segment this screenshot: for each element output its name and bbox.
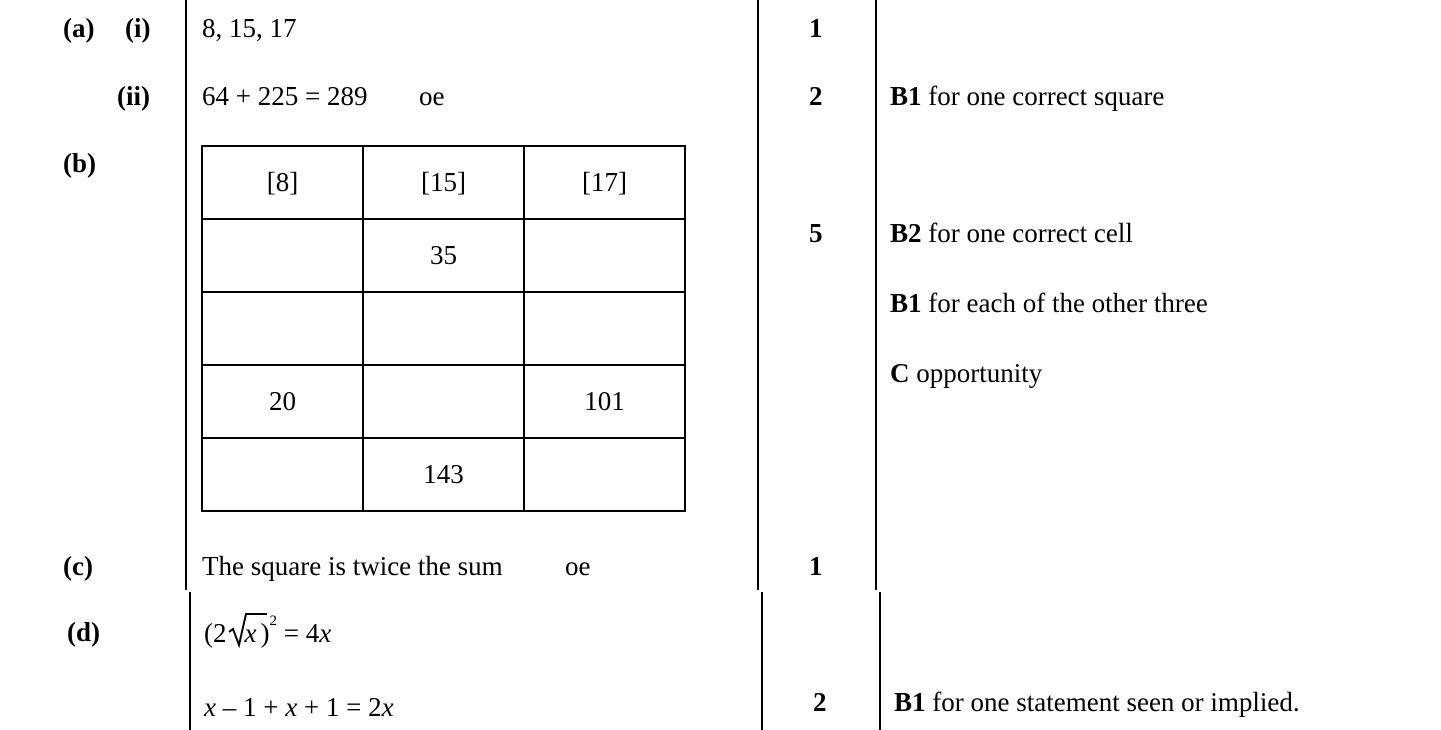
table-cell xyxy=(523,437,686,512)
part-label-b: (b) xyxy=(63,148,96,178)
table-cell: [15] xyxy=(362,145,525,220)
d2-end: + 1 = 2 xyxy=(297,692,382,722)
table-cell xyxy=(201,218,364,293)
mark-b: 5 xyxy=(809,218,823,248)
guidance-text: for one statement seen or implied. xyxy=(925,687,1300,717)
guidance-code: B2 xyxy=(890,218,922,248)
mark-d: 2 xyxy=(813,687,827,717)
table-cell: [8] xyxy=(201,145,364,220)
table-cell xyxy=(362,291,525,366)
answer-a-ii: 64 + 225 = 289 xyxy=(202,81,368,111)
guidance-d: B1 for one statement seen or implied. xyxy=(894,689,1300,716)
table-cell: [17] xyxy=(523,145,686,220)
table-cell: 20 xyxy=(201,364,364,439)
sqrt-sign-icon xyxy=(227,613,267,648)
table-cell: 101 xyxy=(523,364,686,439)
mark-a-i: 1 xyxy=(809,13,823,43)
table-row: 35 xyxy=(201,218,686,293)
column-divider-guidance-d xyxy=(879,592,881,730)
guidance-text: opportunity xyxy=(909,358,1043,388)
table-cell xyxy=(523,218,686,293)
table-cell xyxy=(201,437,364,512)
column-divider-answer xyxy=(185,0,187,590)
d1-radicand: x xyxy=(244,618,257,648)
guidance-b-3: C opportunity xyxy=(890,360,1042,387)
table-row: [8][15][17] xyxy=(201,145,686,220)
d1-close: ) xyxy=(260,618,270,648)
guidance-a-ii: B1 for one correct square xyxy=(890,83,1164,110)
table-row: 20 101 xyxy=(201,364,686,439)
mark-a-ii: 2 xyxy=(809,81,823,111)
guidance-code: B1 xyxy=(890,81,922,111)
answer-d-line2: x – 1 + x + 1 = 2x xyxy=(204,694,394,721)
table-cell: 35 xyxy=(362,218,525,293)
mark-c: 1 xyxy=(809,551,823,581)
part-label-c: (c) xyxy=(63,551,93,581)
d2-x1: x xyxy=(204,692,216,722)
d1-open: (2 xyxy=(204,618,227,648)
answer-c-oe: oe xyxy=(565,551,591,581)
table-cell: 143 xyxy=(362,437,525,512)
answer-a-i: 8, 15, 17 xyxy=(202,13,297,43)
sqrt-expression: x xyxy=(227,613,267,648)
column-divider-answer-d xyxy=(189,592,191,730)
d1-equals: = 4 xyxy=(276,618,320,648)
part-label-a-ii: (ii) xyxy=(117,81,150,111)
column-divider-mark-d xyxy=(761,592,763,730)
table-cell xyxy=(362,364,525,439)
d1-var: x xyxy=(319,618,332,648)
part-label-a: (a) xyxy=(63,13,95,43)
answer-a-ii-oe: oe xyxy=(419,81,445,111)
answer-c: The square is twice the sum xyxy=(202,551,503,581)
table-cell xyxy=(523,291,686,366)
d2-mid: – 1 + xyxy=(215,692,286,722)
column-divider-mark xyxy=(757,0,759,590)
guidance-code: C xyxy=(890,358,910,388)
table-row: 143 xyxy=(201,437,686,512)
guidance-code: B1 xyxy=(890,288,922,318)
guidance-b-2: B1 for each of the other three xyxy=(890,290,1208,317)
part-label-a-i: (i) xyxy=(125,13,151,43)
guidance-text: for one correct cell xyxy=(921,218,1133,248)
column-divider-guidance xyxy=(875,0,877,590)
part-label-d: (d) xyxy=(67,617,100,647)
d1-exponent: 2 xyxy=(269,613,277,629)
d2-x3: x xyxy=(381,692,394,722)
guidance-text: for each of the other three xyxy=(921,288,1208,318)
guidance-b-1: B2 for one correct cell xyxy=(890,220,1133,247)
d2-x2: x xyxy=(285,692,298,722)
table-row xyxy=(201,291,686,366)
table-cell xyxy=(201,291,364,366)
guidance-text: for one correct square xyxy=(921,81,1165,111)
guidance-code: B1 xyxy=(894,687,926,717)
